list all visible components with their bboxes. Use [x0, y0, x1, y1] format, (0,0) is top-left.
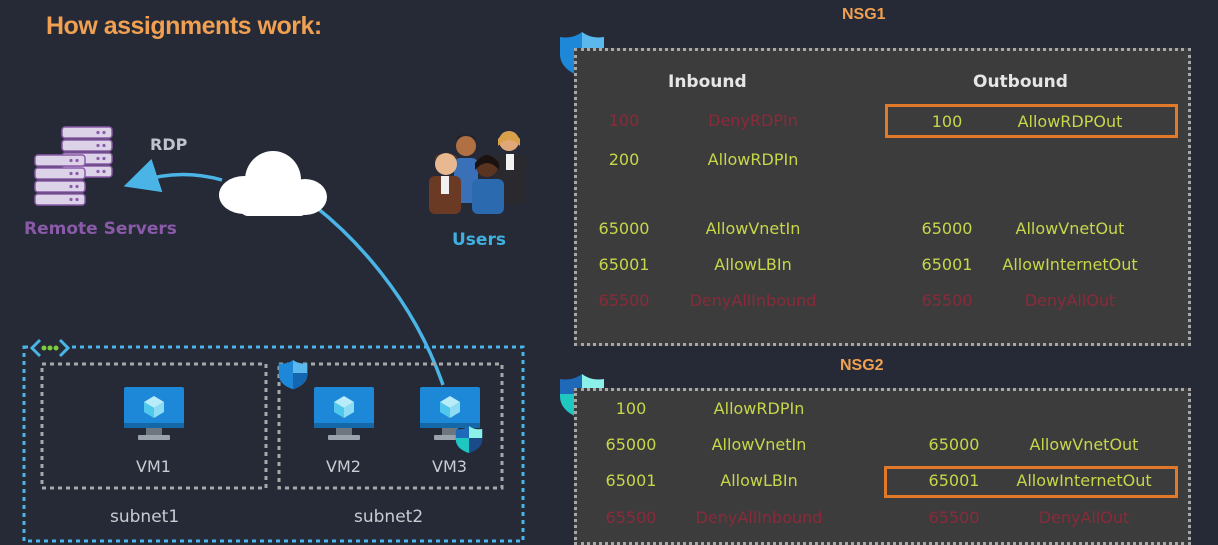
nsg1-panel	[574, 48, 1191, 346]
rule-name: AllowVnetOut	[1015, 219, 1125, 238]
nsg2-title: NSG2	[840, 357, 884, 374]
vm-monitor-icon	[314, 387, 374, 440]
rule-priority: 65001	[598, 255, 650, 274]
shield-icon	[455, 426, 483, 453]
rule-priority: 65000	[605, 435, 657, 454]
rule-name: AllowVnetIn	[705, 219, 801, 238]
page-title: How assignments work:	[46, 12, 322, 40]
rule-name: AllowRDPIn	[713, 399, 805, 418]
vm2-label: VM2	[326, 457, 361, 476]
rule-name: AllowLBIn	[714, 255, 792, 274]
shield-icon	[278, 360, 308, 390]
rule-name: DenyAllInbound	[695, 508, 823, 527]
rule-name: AllowInternetOut	[1016, 471, 1152, 490]
nsg2-outbound-highlight	[884, 466, 1178, 498]
rule-name: AllowRDPOut	[1017, 112, 1123, 131]
rule-name: AllowInternetOut	[1002, 255, 1138, 274]
vnet-icon	[29, 338, 71, 358]
rule-priority: 65500	[598, 291, 650, 310]
remote-servers-label: Remote Servers	[24, 219, 177, 239]
rule-name: AllowVnetOut	[1029, 435, 1139, 454]
rule-priority: 65001	[928, 471, 980, 490]
subnet2-box	[277, 362, 504, 490]
rule-name: DenyAllInbound	[689, 291, 817, 310]
rule-name: AllowRDPIn	[707, 150, 799, 169]
nsg1-outbound-highlight	[885, 104, 1178, 138]
nsg1-inbound-header: Inbound	[668, 72, 747, 92]
subnet1-box	[40, 362, 268, 490]
rdp-arrow	[123, 158, 223, 193]
rule-priority: 100	[608, 111, 640, 130]
rule-priority: 65001	[605, 471, 657, 490]
vm3-label: VM3	[432, 457, 467, 476]
rule-name: DenyRDPIn	[708, 111, 798, 130]
rule-priority: 65500	[921, 291, 973, 310]
rule-priority: 65500	[605, 508, 657, 527]
rule-priority: 65000	[598, 219, 650, 238]
rule-name: DenyAllOut	[1038, 508, 1130, 527]
rule-priority: 100	[931, 112, 963, 131]
rule-name: AllowVnetIn	[711, 435, 807, 454]
rule-priority: 100	[615, 399, 647, 418]
rdp-label: RDP	[150, 135, 188, 154]
vnet-boundary	[22, 345, 525, 543]
users-label: Users	[452, 230, 506, 250]
users-group-icon	[429, 131, 526, 214]
server-stack-icon	[34, 126, 113, 206]
vm3-to-cloud-line	[314, 205, 445, 386]
subnet2-label: subnet2	[354, 507, 424, 527]
rule-priority: 65001	[921, 255, 973, 274]
vm1-label: VM1	[136, 457, 171, 476]
cloud-icon	[219, 151, 327, 216]
nsg1-title: NSG1	[842, 6, 886, 23]
rule-name: AllowLBIn	[720, 471, 798, 490]
subnet1-label: subnet1	[110, 507, 180, 527]
vm-monitor-icon	[124, 387, 184, 440]
rule-priority: 200	[608, 150, 640, 169]
nsg1-outbound-header: Outbound	[973, 72, 1068, 92]
rule-name: DenyAllOut	[1024, 291, 1116, 310]
rule-priority: 65000	[921, 219, 973, 238]
rule-priority: 65500	[928, 508, 980, 527]
rule-priority: 65000	[928, 435, 980, 454]
